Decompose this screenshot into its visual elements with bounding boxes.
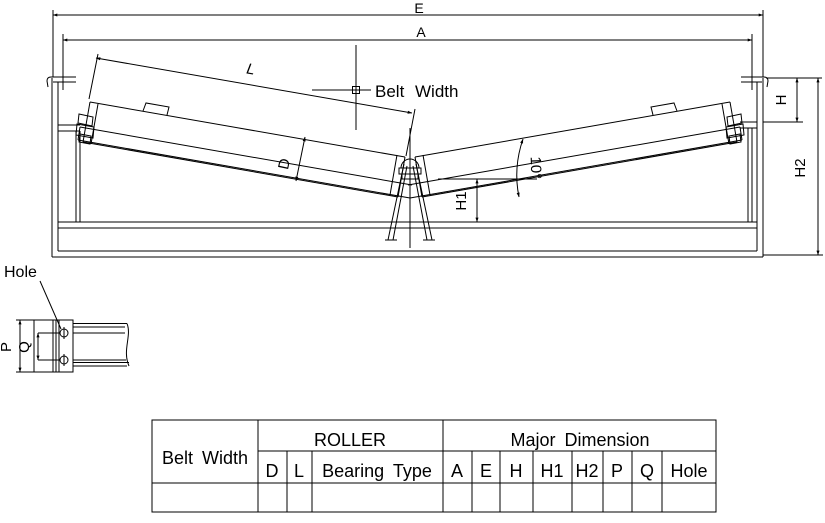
table-col-h2: H2 <box>575 461 598 481</box>
dimension-label-q: Q <box>16 341 33 353</box>
dimension-d: D <box>275 136 306 182</box>
dimension-label-h2: H2 <box>792 158 809 177</box>
table-col-h: H <box>510 461 523 481</box>
dimension-label-d: D <box>275 157 294 171</box>
node-marker-icon <box>352 86 360 94</box>
table-col-d: D <box>266 461 279 481</box>
dimension-h1: H1 <box>438 178 537 223</box>
bracket-detail-view: Hole P Q <box>0 264 130 373</box>
dimension-label-a: A <box>416 24 426 40</box>
hole-leader-line <box>39 280 62 330</box>
table-col-q: Q <box>640 461 654 481</box>
dimension-angle: 10° <box>516 138 545 198</box>
spec-table: Belt Width ROLLER Major Dimension D L Be… <box>151 419 717 513</box>
table-header-major-dimension: Major Dimension <box>510 430 649 450</box>
dimension-e: E <box>52 0 764 77</box>
dimension-l: L <box>88 53 416 157</box>
center-v-bracket <box>385 128 435 248</box>
table-col-e: E <box>480 461 492 481</box>
table-col-hole: Hole <box>670 461 707 481</box>
right-roller <box>407 101 745 199</box>
spec-table-grid <box>151 419 717 513</box>
dimension-label-p: P <box>0 342 15 352</box>
table-col-bearing-type: Bearing Type <box>322 461 432 481</box>
main-assembly-view: E A L Belt Width D 10° <box>46 0 823 258</box>
dimension-h: H <box>763 77 822 123</box>
dimension-p: P <box>0 319 34 373</box>
angle-label: 10° <box>527 156 545 179</box>
belt-width-label: Belt Width <box>375 82 458 101</box>
table-col-h1: H1 <box>540 461 563 481</box>
dimension-label-l: L <box>245 60 256 78</box>
hole-label: Hole <box>4 264 37 281</box>
table-col-l: L <box>294 461 304 481</box>
dimension-a: A <box>62 24 753 90</box>
table-col-a: A <box>451 461 463 481</box>
dimension-label-e: E <box>414 0 423 16</box>
dimension-label-h1: H1 <box>453 191 470 210</box>
table-header-belt-width: Belt Width <box>162 448 248 468</box>
frame <box>46 76 769 258</box>
belt-width-reference: Belt Width <box>312 45 458 130</box>
table-header-roller: ROLLER <box>314 430 386 450</box>
left-roller <box>75 101 413 199</box>
dimension-q: Q <box>16 332 60 361</box>
dimension-label-h: H <box>773 95 790 106</box>
table-col-p: P <box>611 461 623 481</box>
dimension-h2: H2 <box>763 77 823 256</box>
